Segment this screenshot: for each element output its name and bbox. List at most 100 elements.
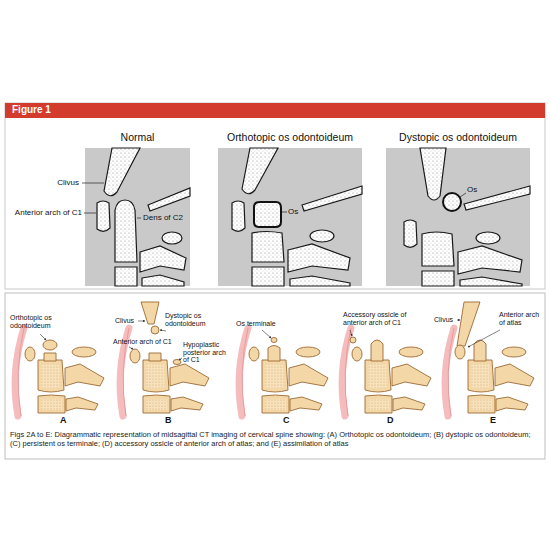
dystopic-panel-art (386, 148, 530, 286)
dystopic-panel-art (420, 148, 446, 200)
normal-panel-art (115, 267, 137, 286)
leader-lines (282, 212, 287, 213)
dystopic-panel-art (422, 271, 454, 286)
dystopic-panel-art (476, 232, 500, 244)
panel-letter: E (490, 416, 496, 426)
dystopic-panel-art (422, 232, 454, 266)
orthotopic-panel-art (302, 186, 362, 211)
normal-panel-art (104, 148, 140, 196)
panel-letter: B (165, 416, 172, 426)
callout-label: Os terminale (236, 320, 276, 328)
figure-frame (5, 103, 545, 118)
spine-drawing-e (457, 302, 480, 346)
leader-arrows (40, 334, 46, 340)
spine-drawing-b (149, 353, 161, 361)
callout-label: Accessory ossicle of anterior arch of C1 (343, 311, 417, 326)
panel-heading: Normal (121, 131, 155, 143)
orthotopic-panel-art (252, 232, 284, 263)
spine-drawing-b (151, 326, 159, 334)
dystopic-panel-art (460, 277, 522, 286)
leader-lines (84, 213, 96, 214)
normal-panel-art (115, 200, 137, 262)
spine-drawing-e (455, 345, 465, 359)
leader-arrows (468, 330, 500, 347)
callout-label: Os (467, 186, 477, 195)
spine-drawing-d (342, 328, 431, 416)
callout-label: Orthotopic os odontoideum (10, 314, 62, 329)
callout-label: Anterior arch of C1 (113, 338, 172, 346)
normal-panel-art (142, 275, 184, 286)
dystopic-panel-art (443, 193, 461, 211)
spine-drawing-c (271, 338, 277, 343)
normal-panel-art (148, 188, 190, 211)
panel-letter: A (60, 416, 67, 426)
leader-arrows (160, 330, 166, 331)
image-panel: Orthotopic os odontoideum (218, 148, 362, 286)
figure-frame (5, 103, 545, 289)
callout-label: Os (288, 208, 298, 217)
spine-drawing-c (239, 328, 328, 416)
spine-drawing-a (72, 347, 96, 357)
orthotopic-panel-art (218, 148, 362, 286)
spine-drawing-d (399, 347, 423, 357)
image-panel: Dystopic os odontoideum (386, 148, 530, 286)
panel-letter: D (387, 416, 394, 426)
callout-label: Hypoplastic posterior arch of C1 (183, 341, 229, 364)
spine-drawing-c (239, 328, 328, 416)
spine-drawing-c (249, 347, 259, 361)
figure-caption: Figs 2A to E: Diagrammatic representatio… (10, 430, 540, 448)
orthotopic-panel-art (288, 244, 350, 272)
normal-panel-art (85, 148, 190, 286)
leader-arrows (262, 330, 271, 338)
figure-frame (5, 293, 545, 459)
callout-label: Clivus (115, 317, 134, 325)
orthotopic-panel-art (290, 276, 350, 286)
spine-drawing-d (352, 347, 362, 361)
leader-lines (137, 218, 141, 219)
dystopic-panel-art (386, 148, 530, 286)
spine-drawing-d (350, 337, 356, 343)
orthotopic-panel-art (242, 148, 278, 194)
spine-drawing-b (130, 349, 140, 363)
callout-label: Anterior arch of atlas (499, 311, 545, 326)
leader-arrows (129, 347, 133, 349)
orthotopic-panel-art (310, 230, 334, 242)
figure-frame (5, 103, 545, 289)
spine-drawing-d (371, 340, 383, 361)
dystopic-panel-art (404, 220, 417, 247)
spine-drawing-b (173, 360, 181, 365)
leader-arrows (40, 320, 500, 360)
leader-lines (460, 193, 466, 197)
callout-label: Dystopic os odontoideum (165, 312, 215, 327)
leader-arrows (350, 330, 352, 336)
panel-heading: Dystopic os odontoideum (399, 131, 517, 143)
spine-drawing-a (43, 340, 57, 350)
callout-label: Dens of C2 (143, 214, 183, 223)
normal-panel-art (140, 246, 186, 272)
spine-drawing-a (44, 353, 56, 361)
panel-heading: Orthotopic os odontoideum (227, 131, 353, 143)
normal-panel-art (97, 201, 110, 231)
panel-letter: C (283, 416, 290, 426)
leader-arrows (138, 321, 145, 322)
orthotopic-panel-art (232, 201, 245, 231)
orthotopic-panel-art (252, 267, 284, 286)
spine-drawing-c (296, 347, 320, 357)
dystopic-panel-art (458, 246, 522, 274)
leader-lines (82, 183, 104, 184)
callout-label: Clivus (57, 179, 79, 188)
spine-drawing-a (15, 328, 104, 416)
normal-panel-art (162, 232, 182, 244)
orthotopic-panel-art (254, 202, 281, 227)
leader-lines (82, 183, 466, 218)
dystopic-panel-art (464, 186, 530, 210)
spine-drawing-c (268, 346, 280, 362)
leader-arrows (179, 358, 182, 360)
orthotopic-panel-art (218, 148, 362, 286)
normal-panel-art (85, 148, 190, 286)
leader-arrows (457, 320, 460, 321)
callout-label: Clivus (434, 316, 453, 324)
